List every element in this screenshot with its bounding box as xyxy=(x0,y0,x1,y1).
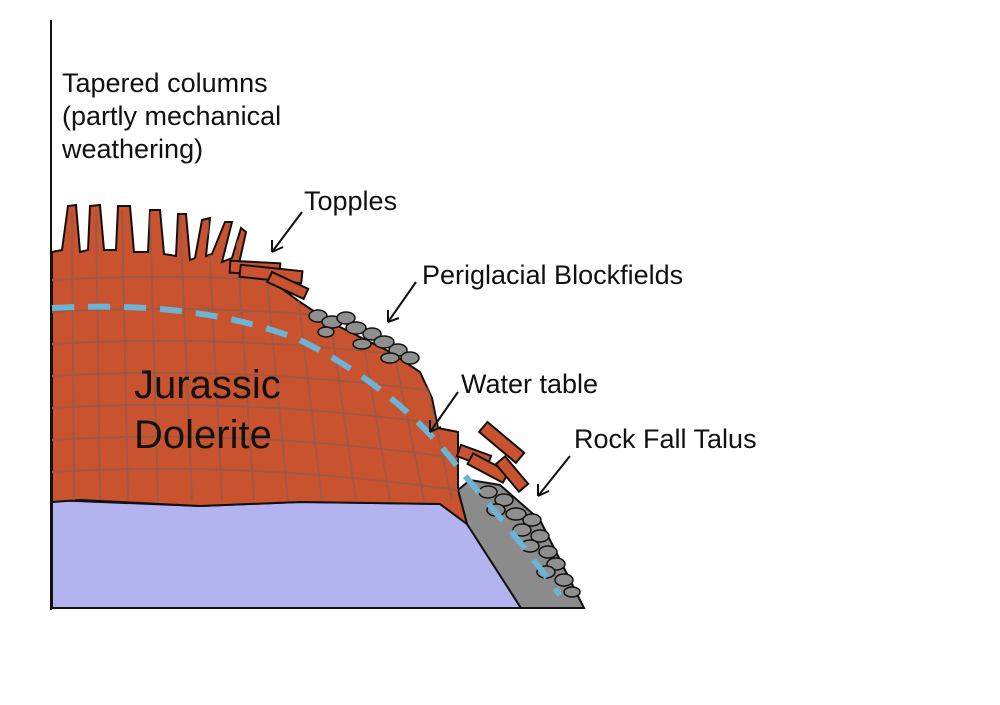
blockfields-arrow xyxy=(387,281,417,323)
underlying-bedrock xyxy=(51,498,523,609)
blockfield-boulders xyxy=(308,309,420,365)
talus-arrow xyxy=(537,455,571,497)
topples-label: Topples xyxy=(304,186,397,216)
annotation-arrows xyxy=(271,211,571,497)
water-table-arrow xyxy=(429,391,459,433)
rock-name-line2: Dolerite xyxy=(134,413,272,457)
blockfields-label: Periglacial Blockfields xyxy=(422,260,683,290)
topple-blocks xyxy=(228,259,530,494)
water-table-label: Water table xyxy=(461,369,598,399)
tapered-columns-label-line1: Tapered columns xyxy=(62,68,268,98)
rock-fall-talus-label: Rock Fall Talus xyxy=(574,424,757,454)
tapered-columns-label-line2: (partly mechanical xyxy=(62,101,281,131)
joint-pattern xyxy=(52,209,467,501)
tapered-columns-label-line3: weathering) xyxy=(61,134,203,164)
rock-name-line1: Jurassic xyxy=(134,363,281,407)
talus-boulders xyxy=(478,485,581,598)
water-table-line xyxy=(51,303,563,597)
topples-arrow xyxy=(271,211,303,253)
